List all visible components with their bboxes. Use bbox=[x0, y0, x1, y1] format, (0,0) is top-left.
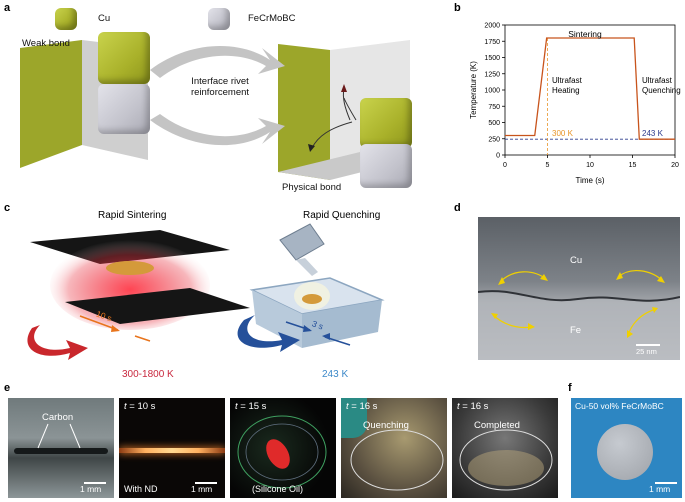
cu-legend-cube bbox=[55, 8, 77, 30]
t15-var: t bbox=[235, 401, 238, 412]
t15-value: = 15 s bbox=[240, 401, 267, 412]
rapid-sintering-title: Rapid Sintering bbox=[98, 210, 167, 221]
rivet-olive-wall bbox=[278, 44, 330, 180]
y-tick-label: 2000 bbox=[484, 23, 500, 30]
weak-bond-olive-wall bbox=[20, 40, 82, 168]
panel-label-e: e bbox=[4, 382, 11, 394]
y-tick-label: 0 bbox=[496, 153, 500, 160]
t16-quench-time-label: t = 16 s bbox=[346, 401, 377, 412]
x-axis-label: Time (s) bbox=[575, 176, 604, 185]
tem-scale-bar bbox=[636, 344, 660, 346]
sample-disc bbox=[597, 424, 653, 480]
tem-micrograph: Cu Fe 25 nm bbox=[478, 217, 680, 360]
sample-disc-sintering bbox=[106, 261, 154, 275]
quench-annotation-line2: Quenching bbox=[642, 86, 681, 95]
interface-rivet-label: Interface rivet reinforcement bbox=[175, 76, 265, 98]
fecrmobc-legend-label: FeCrMoBC bbox=[248, 13, 296, 24]
panel-label-f: f bbox=[568, 382, 572, 394]
rapid-quenching-title: Rapid Quenching bbox=[303, 210, 381, 221]
sample-disc-quenching bbox=[302, 294, 322, 304]
tem-scale-bar-label: 25 nm bbox=[636, 347, 657, 356]
fecrmobc-cube-left bbox=[98, 84, 150, 134]
y-tick-label: 750 bbox=[488, 104, 500, 111]
photo-sample-disc: Cu-50 vol% FeCrMoBC 1 mm bbox=[571, 398, 682, 498]
fe-region-label: Fe bbox=[570, 325, 582, 336]
panel-label-a: a bbox=[4, 2, 11, 14]
silicone-oil-label: (Silicone Oil) bbox=[252, 484, 304, 494]
photo-t16-completed: t = 16 s Completed bbox=[452, 398, 558, 498]
t16-complete-time-label: t = 16 s bbox=[457, 401, 488, 412]
fecrmobc-legend-cube bbox=[208, 8, 230, 30]
panel-c-illustration bbox=[27, 223, 385, 360]
label-243k: 243 K bbox=[642, 129, 664, 138]
carbon-scale-label: 1 mm bbox=[80, 484, 102, 494]
t16a-var: t bbox=[346, 401, 349, 412]
y-tick-label: 1500 bbox=[484, 55, 500, 62]
photo-t10-heating: t = 10 s With ND 1 mm bbox=[119, 398, 225, 498]
t10-time-label: t = 10 s bbox=[124, 401, 155, 412]
coolant-bottle bbox=[279, 223, 325, 261]
sintering-annotation: Sintering bbox=[568, 29, 602, 39]
temperature-chart: 0 250 500 750 1000 1250 1500 1750 2000 0 5 10 15 20 S… bbox=[469, 23, 681, 186]
heating-annotation-line2: Heating bbox=[552, 86, 580, 95]
interface-rivet-line2: reinforcement bbox=[190, 87, 250, 98]
cu-region-label: Cu bbox=[570, 255, 583, 266]
photo-carbon: Carbon 1 mm bbox=[8, 398, 114, 498]
t16b-var: t bbox=[457, 401, 460, 412]
heating-annotation-line1: Ultrafast bbox=[552, 76, 583, 85]
cu-cube-left bbox=[98, 32, 150, 84]
rivet-arrow-2 bbox=[617, 270, 664, 282]
temp-243k-label: 243 K bbox=[322, 369, 349, 380]
quenching-rotation-arrow bbox=[237, 315, 300, 352]
upper-transform-arrow bbox=[150, 46, 285, 78]
quench-container bbox=[252, 290, 302, 348]
x-tick-label: 10 bbox=[586, 162, 594, 169]
sample-composition-label: Cu-50 vol% FeCrMoBC bbox=[575, 401, 664, 411]
t16a-value: = 16 s bbox=[351, 401, 378, 412]
bottom-carbon-felt bbox=[65, 288, 250, 324]
t10-scale-label: 1 mm bbox=[191, 484, 213, 494]
photo-t16-quenching: t = 16 s Quenching bbox=[341, 398, 447, 498]
label-300k: 300 K bbox=[552, 129, 574, 138]
cu-cube-right bbox=[360, 98, 412, 148]
temp-range-label: 300-1800 K bbox=[122, 369, 174, 380]
interface-rivet-line1: Interface rivet bbox=[191, 76, 249, 87]
carbon-label: Carbon bbox=[42, 412, 74, 423]
weak-bond-label: Weak bond bbox=[22, 38, 70, 49]
quenching-label: Quenching bbox=[363, 420, 409, 431]
cu-fe-interface bbox=[478, 290, 680, 302]
rivet-arrow-1 bbox=[499, 271, 547, 283]
temperature-series-line bbox=[505, 37, 675, 140]
physical-bond-label: Physical bond bbox=[282, 182, 342, 193]
panel-label-b: b bbox=[454, 2, 461, 14]
y-axis-label: Temperature (K) bbox=[469, 61, 478, 119]
t10-value: = 10 s bbox=[129, 401, 156, 412]
with-nd-label: With ND bbox=[124, 484, 158, 494]
fecrmobc-cube-right bbox=[360, 144, 412, 188]
y-tick-label: 500 bbox=[488, 120, 500, 127]
y-tick-label: 1000 bbox=[484, 88, 500, 95]
cu-legend-label: Cu bbox=[98, 13, 111, 24]
x-tick-label: 5 bbox=[546, 162, 550, 169]
quench-annotation-line1: Ultrafast bbox=[642, 76, 673, 85]
x-tick-label: 15 bbox=[629, 162, 637, 169]
lower-transform-arrow bbox=[150, 114, 285, 146]
t10-var: t bbox=[124, 401, 127, 412]
panel-label-d: d bbox=[454, 202, 461, 214]
y-tick-label: 250 bbox=[488, 136, 500, 143]
y-tick-label: 1750 bbox=[484, 39, 500, 46]
panel-label-c: c bbox=[4, 202, 11, 214]
x-tick-label: 0 bbox=[503, 162, 507, 169]
completed-label: Completed bbox=[474, 420, 520, 431]
y-tick-label: 1250 bbox=[484, 71, 500, 78]
t15-time-label: t = 15 s bbox=[235, 401, 266, 412]
sample-scale-label: 1 mm bbox=[649, 484, 671, 494]
sintering-rotation-arrow bbox=[27, 325, 88, 360]
t16b-value: = 16 s bbox=[462, 401, 489, 412]
x-tick-label: 20 bbox=[671, 162, 679, 169]
photo-t15-silicone: t = 15 s (Silicone Oil) bbox=[230, 398, 336, 498]
